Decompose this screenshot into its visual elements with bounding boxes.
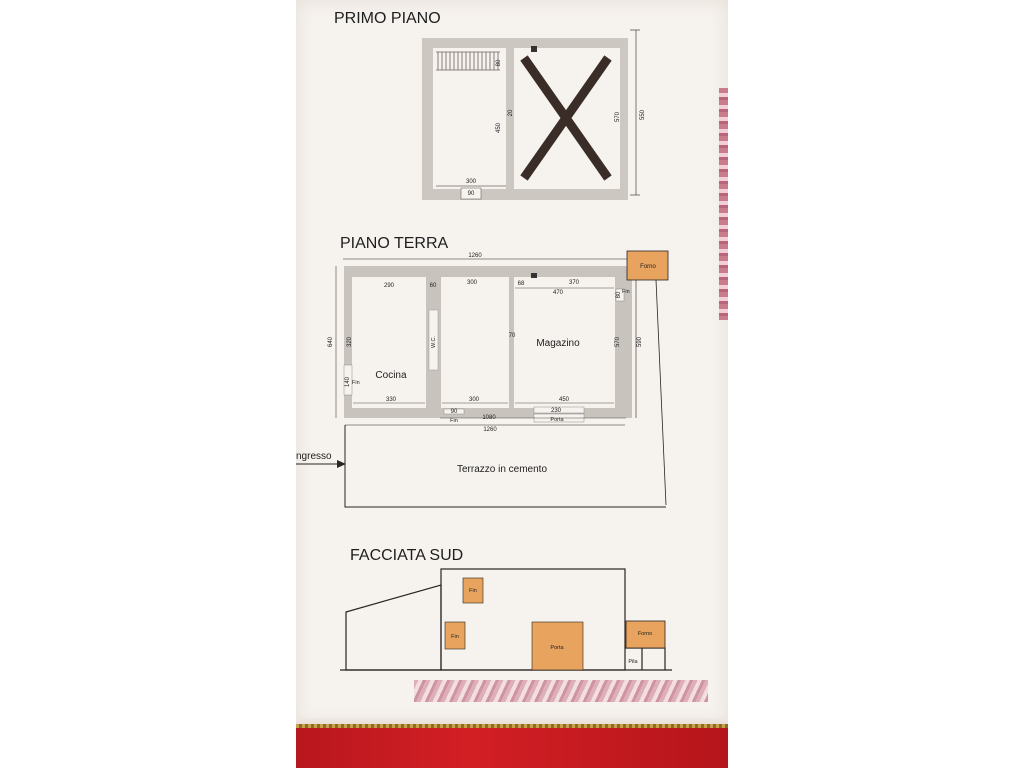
svg-text:60: 60 [430, 283, 437, 289]
primo-left-room [433, 48, 506, 189]
svg-text:230: 230 [551, 408, 562, 414]
svg-text:450: 450 [559, 397, 570, 403]
svg-text:Fin: Fin [469, 588, 477, 594]
svg-text:470: 470 [553, 290, 564, 296]
primo-chimney [531, 46, 537, 52]
svg-text:590: 590 [637, 336, 643, 347]
room-middle [441, 277, 509, 408]
background-pattern-strip [719, 88, 728, 320]
svg-text:300: 300 [466, 179, 477, 185]
label-magazino: Magazino [536, 338, 580, 349]
carpet-trim [296, 724, 728, 729]
svg-text:Forno: Forno [638, 631, 652, 637]
svg-text:Fin: Fin [352, 380, 360, 386]
svg-text:90: 90 [468, 191, 475, 197]
terrazzo-outline [344, 425, 666, 508]
terra-chimney [531, 273, 537, 278]
elevation-porta [531, 621, 584, 671]
svg-text:70: 70 [509, 333, 516, 339]
paper-edge [296, 718, 728, 728]
elevation-window-upper [462, 577, 484, 604]
label-ingresso: ngresso [296, 451, 332, 462]
room-cocina [352, 277, 426, 408]
svg-text:80: 80 [496, 59, 502, 66]
elevation-forno [625, 620, 666, 649]
terra-window-left [343, 364, 353, 396]
room-magazino [514, 277, 615, 408]
pink-pattern-strip [414, 680, 708, 702]
title-primo-piano: PRIMO PIANO [334, 10, 441, 27]
svg-text:640: 640 [328, 336, 334, 347]
terrazzo-right-edge [655, 279, 667, 506]
facciata-sud-elevation [340, 568, 672, 671]
forno-box [626, 250, 669, 281]
room-wc [428, 309, 439, 371]
svg-text:68: 68 [518, 281, 525, 287]
elevation-lower-block [345, 584, 442, 671]
svg-text:Porta: Porta [550, 417, 564, 423]
svg-text:570: 570 [615, 111, 621, 122]
svg-text:Fin: Fin [450, 418, 458, 424]
elevation-window-lower [444, 621, 466, 650]
svg-text:20: 20 [508, 109, 514, 116]
svg-text:290: 290 [384, 283, 395, 289]
terra-window-right [615, 288, 625, 302]
svg-text:330: 330 [386, 397, 397, 403]
svg-text:550: 550 [640, 109, 646, 120]
svg-text:570: 570 [615, 336, 621, 347]
svg-text:320: 320 [347, 336, 353, 347]
red-carpet [296, 728, 728, 768]
svg-text:90: 90 [451, 409, 458, 415]
svg-text:1260: 1260 [468, 253, 482, 259]
svg-text:370: 370 [569, 280, 580, 286]
svg-text:300: 300 [469, 397, 480, 403]
facciata-openings: Fin Fin Porta Forno Pila [444, 577, 666, 671]
svg-text:1260: 1260 [483, 427, 497, 433]
svg-text:300: 300 [467, 280, 478, 286]
primo-window-bottom [460, 187, 482, 200]
title-piano-terra: PIANO TERRA [340, 235, 449, 252]
svg-text:140: 140 [345, 376, 351, 387]
svg-text:Fin: Fin [451, 634, 459, 640]
svg-text:Pila: Pila [628, 659, 638, 665]
title-facciata-sud: FACCIATA SUD [350, 547, 463, 564]
svg-text:1080: 1080 [482, 415, 496, 421]
label-cocina: Cocina [375, 370, 407, 381]
svg-text:Fin: Fin [622, 289, 630, 295]
svg-text:Forno: Forno [640, 264, 656, 270]
svg-text:Porta: Porta [550, 645, 564, 651]
svg-text:450: 450 [496, 122, 502, 133]
svg-text:W.C.: W.C. [431, 336, 437, 348]
svg-text:80: 80 [616, 291, 622, 298]
primo-piano-plan: 80 450 20 570 550 300 90 [422, 29, 646, 200]
label-terrazzo: Terrazzo in cemento [457, 464, 547, 475]
piano-terra-plan: 1260 1180 Forno 640 Cocina Magazino 290 … [296, 250, 669, 508]
staircase [436, 51, 500, 71]
void-x-mark [520, 55, 612, 181]
